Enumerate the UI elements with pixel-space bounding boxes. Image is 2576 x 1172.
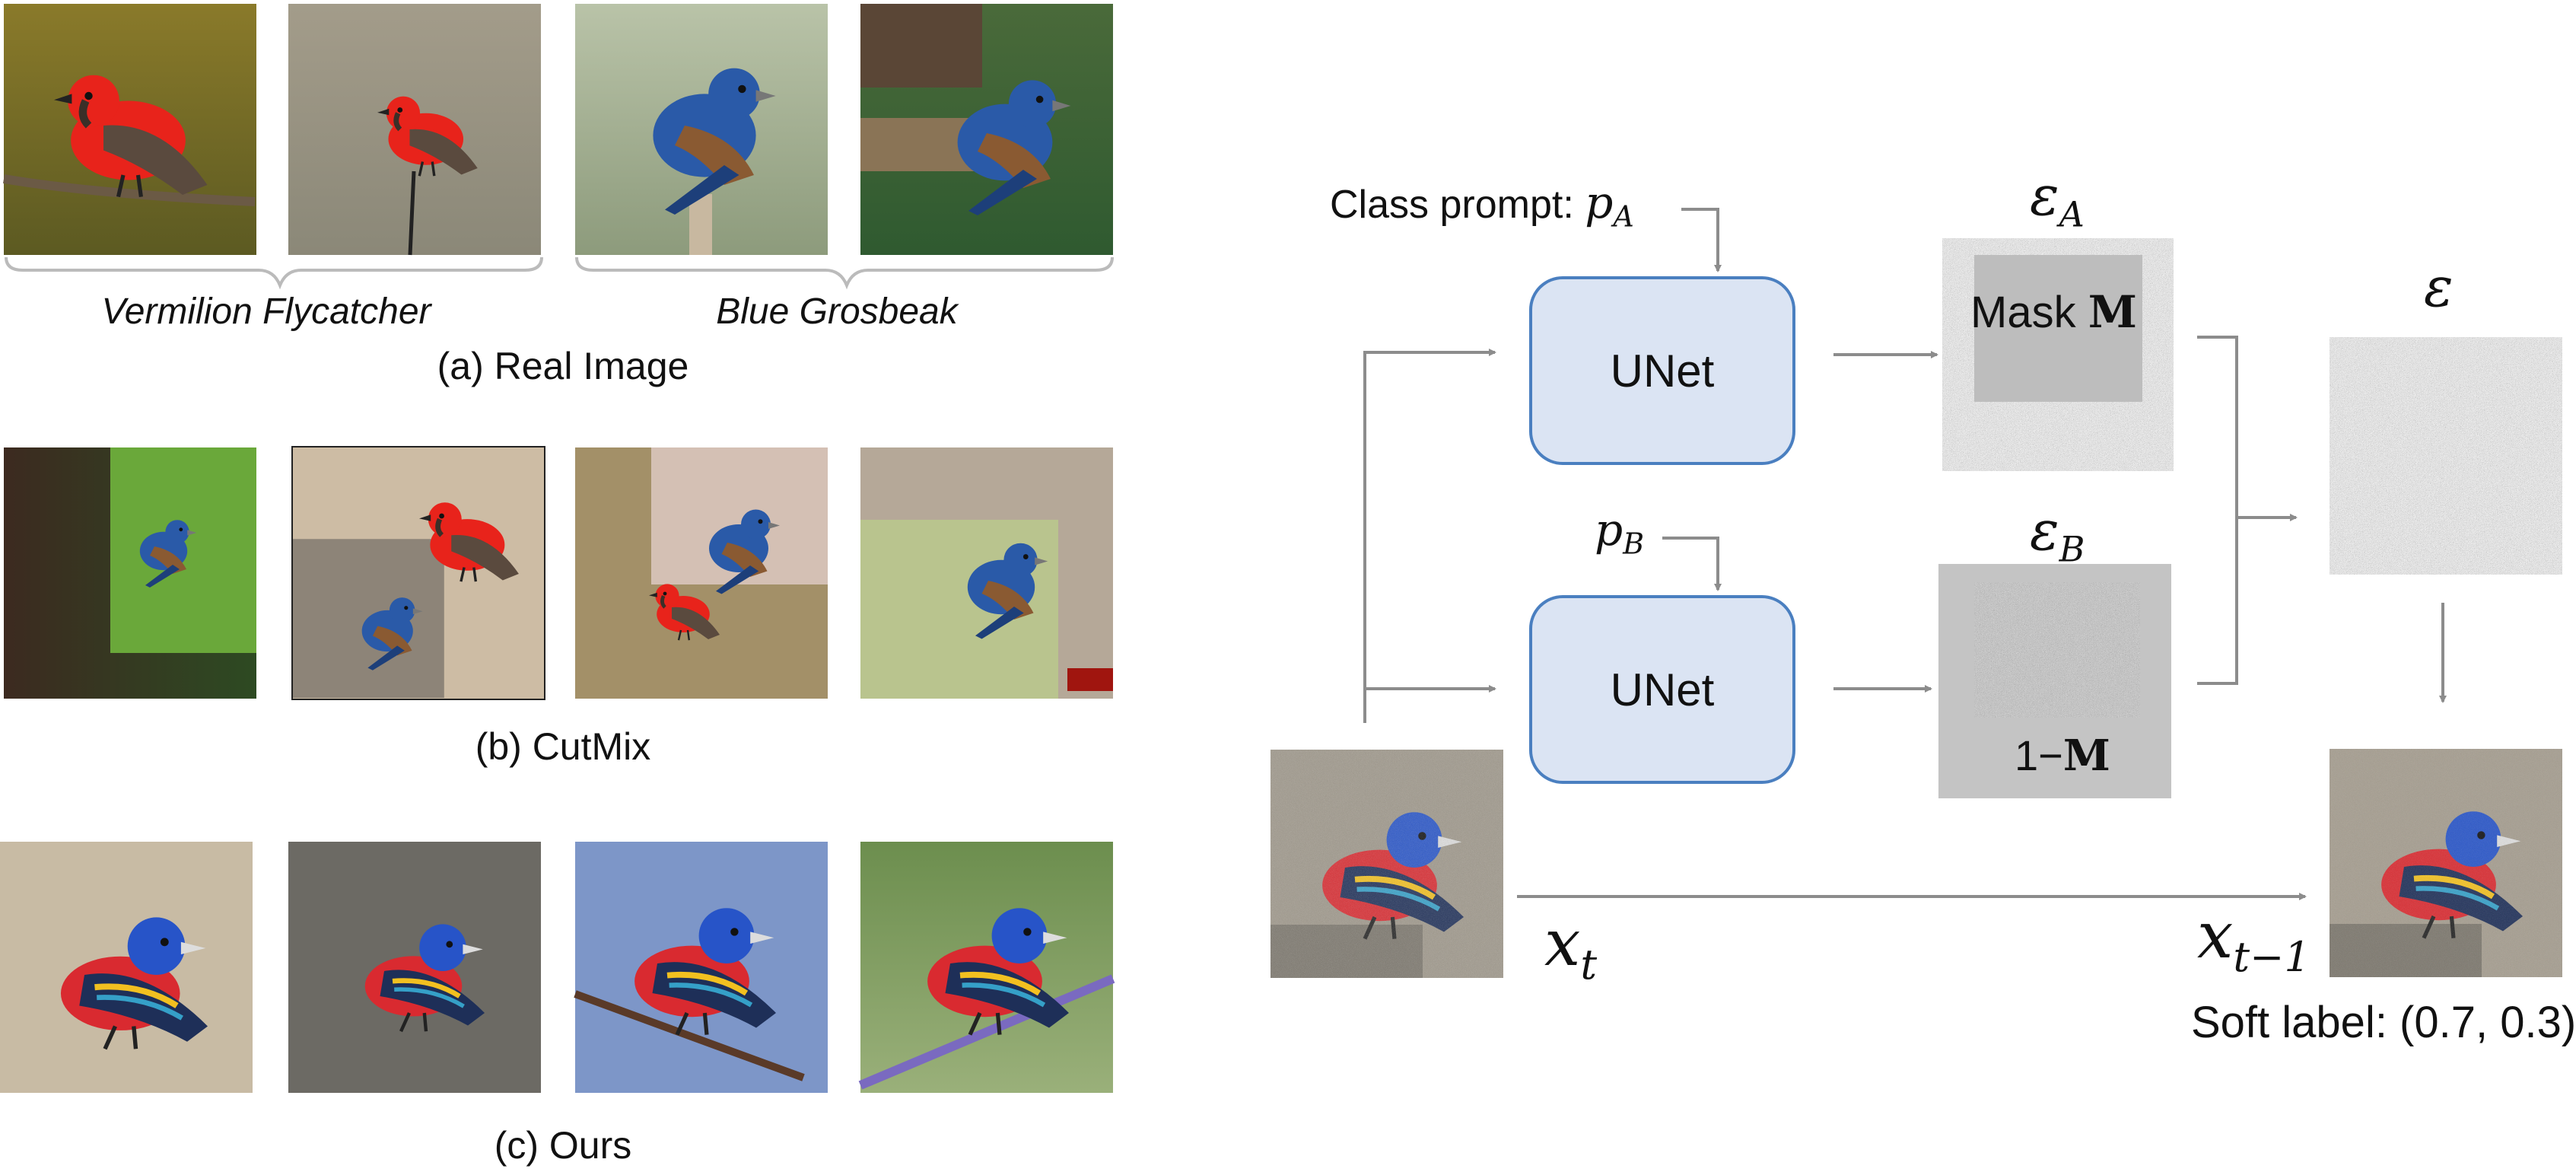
cutmix-image-3 [575, 447, 828, 699]
caption-cutmix: (b) CutMix [475, 725, 651, 768]
cutmix-image-2 [291, 446, 545, 700]
inverse-mask-text: 1− [2015, 731, 2063, 779]
class-prompt-b: pB [1595, 504, 1644, 560]
x-t-minus-1-label: xt−1 [2197, 898, 2310, 981]
prompt-a-symbol: p [1585, 177, 1614, 228]
eps-a-sub: A [2059, 193, 2085, 235]
prompt-a-sub: A [1613, 199, 1634, 234]
noisy-input-image [1271, 750, 1503, 978]
noise-eps-b [1938, 564, 2171, 798]
noise-eps [2330, 337, 2562, 575]
braces [5, 256, 1114, 290]
class-label-vermilion: Vermilion Flycatcher [101, 291, 431, 332]
real-image-grosbeak-2 [860, 4, 1113, 255]
real-image-vermilion-1 [3, 4, 256, 255]
prompt-b-sub: B [1623, 527, 1645, 561]
unet-bottom: UNet [1529, 595, 1795, 784]
x-t-minus-1-sub: t−1 [2233, 932, 2310, 981]
inverse-mask-label: 1−M [2015, 731, 2110, 781]
eps-b-symbol: ε [2030, 498, 2059, 562]
eps-label: ε [2424, 255, 2454, 319]
real-image-vermilion-2 [288, 4, 541, 256]
eps-b-sub: B [2059, 528, 2085, 570]
mask-text: Mask [1970, 288, 2088, 337]
eps-b-label: εB [2030, 498, 2085, 569]
caption-ours: (c) Ours [494, 1124, 632, 1167]
x-t-label: xt [1544, 906, 1597, 989]
ours-image-4 [858, 842, 1115, 1093]
ours-image-3 [574, 842, 828, 1093]
soft-label: Soft label: (0.7, 0.3) [2191, 998, 2576, 1047]
mask-symbol: M [2088, 286, 2137, 338]
real-image-grosbeak-1 [575, 4, 828, 255]
class-prompt-a: Class prompt: pA [1330, 177, 1634, 233]
class-label-grosbeak: Blue Grosbeak [716, 291, 958, 332]
prompt-b-symbol: p [1595, 504, 1624, 556]
cutmix-image-1 [4, 447, 256, 699]
cutmix-image-4 [860, 447, 1113, 699]
x-t-sub: t [1580, 940, 1598, 989]
class-prompt-label: Class prompt: [1330, 183, 1585, 227]
output-image [2330, 749, 2562, 977]
x-t-symbol: x [1544, 906, 1581, 980]
mask-label: Mask M [1970, 286, 2137, 338]
unet-top: UNet [1529, 276, 1795, 465]
eps-a-label: εA [2030, 164, 2085, 234]
x-t-minus-1-symbol: x [2197, 898, 2234, 973]
noise-eps-a [1942, 238, 2174, 471]
eps-a-symbol: ε [2030, 164, 2059, 228]
caption-real-image: (a) Real Image [437, 345, 689, 387]
ours-image-1 [0, 842, 253, 1093]
inverse-mask-symbol: M [2062, 731, 2110, 781]
ours-image-2 [288, 842, 541, 1093]
